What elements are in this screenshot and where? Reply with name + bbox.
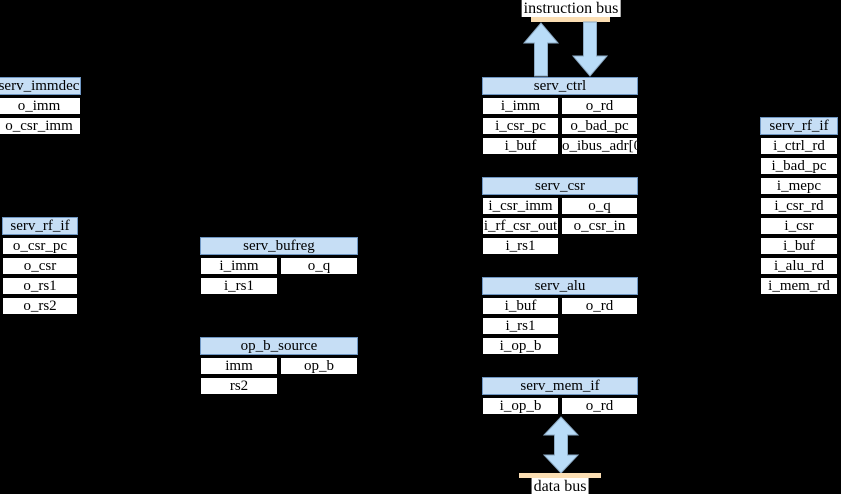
- module-serv_immdec: serv_immdec o_imm o_csr_imm: [0, 77, 81, 137]
- data-bus-label: data bus: [531, 478, 589, 494]
- module-title-serv_bufreg: serv_bufreg: [200, 237, 358, 255]
- port-cell: imm: [200, 357, 278, 375]
- module-title-serv_rf_if_right: serv_rf_if: [760, 117, 838, 135]
- port-cell: i_buf: [482, 137, 559, 155]
- port-cell: o_imm: [0, 97, 81, 115]
- port-cell: i_rs1: [200, 277, 278, 295]
- port-cell: o_csr: [2, 257, 78, 275]
- port-cell: i_mem_rd: [760, 277, 838, 295]
- port-cell: i_ctrl_rd: [760, 137, 838, 155]
- data-bus-double-arrow: [542, 416, 580, 474]
- port-cell: o_rd: [561, 397, 638, 415]
- port-cell: o_rs1: [2, 277, 78, 295]
- port-cell: i_csr: [760, 217, 838, 235]
- port-cell: i_buf: [482, 297, 559, 315]
- port-cell: o_rs2: [2, 297, 78, 315]
- port-cell: i_rs1: [482, 237, 559, 255]
- module-title-serv_ctrl: serv_ctrl: [482, 77, 638, 95]
- port-cell: i_imm: [482, 97, 559, 115]
- port-cell: i_rf_csr_out: [482, 217, 559, 235]
- module-serv_rf_if_left: serv_rf_if o_csr_pc o_csr o_rs1 o_rs2: [2, 217, 78, 317]
- port-cell: i_csr_imm: [482, 197, 559, 215]
- instruction-bus-bar: [531, 17, 610, 22]
- port-cell: i_bad_pc: [760, 157, 838, 175]
- port-cell: i_buf: [760, 237, 838, 255]
- port-cell: o_ibus_adr[0]: [561, 137, 647, 155]
- data-bus-bar: [519, 473, 601, 478]
- port-cell: i_op_b: [482, 397, 559, 415]
- module-title-serv_csr: serv_csr: [482, 177, 638, 195]
- port-cell: i_op_b: [482, 337, 559, 355]
- module-title-serv_alu: serv_alu: [482, 277, 638, 295]
- port-cell: i_alu_rd: [760, 257, 838, 275]
- port-cell: i_imm: [200, 257, 278, 275]
- module-title-serv_immdec: serv_immdec: [0, 77, 81, 95]
- port-cell: i_mepc: [760, 177, 838, 195]
- module-title-serv_mem_if: serv_mem_if: [482, 377, 638, 395]
- instruction-bus-up-arrow: [522, 22, 560, 77]
- port-cell: op_b: [280, 357, 358, 375]
- port-cell: o_csr_pc: [2, 237, 78, 255]
- port-cell: o_bad_pc: [561, 117, 638, 135]
- instruction-bus-down-arrow: [571, 21, 609, 77]
- module-title-op_b_source: op_b_source: [200, 337, 358, 355]
- module-serv_rf_if_right: serv_rf_if i_ctrl_rd i_bad_pc i_mepc i_csr_r…: [760, 117, 838, 297]
- port-cell: o_rd: [561, 297, 638, 315]
- port-cell: i_rs1: [482, 317, 559, 335]
- port-cell: o_q: [561, 197, 638, 215]
- port-cell: o_csr_imm: [0, 117, 81, 135]
- port-cell: rs2: [200, 377, 278, 395]
- port-cell: o_csr_in: [561, 217, 638, 235]
- instruction-bus-label: instruction bus: [521, 0, 621, 17]
- port-cell: i_csr_pc: [482, 117, 559, 135]
- module-title-serv_rf_if_left: serv_rf_if: [2, 217, 78, 235]
- port-cell: i_csr_rd: [760, 197, 838, 215]
- port-cell: o_q: [280, 257, 358, 275]
- port-cell: o_rd: [561, 97, 638, 115]
